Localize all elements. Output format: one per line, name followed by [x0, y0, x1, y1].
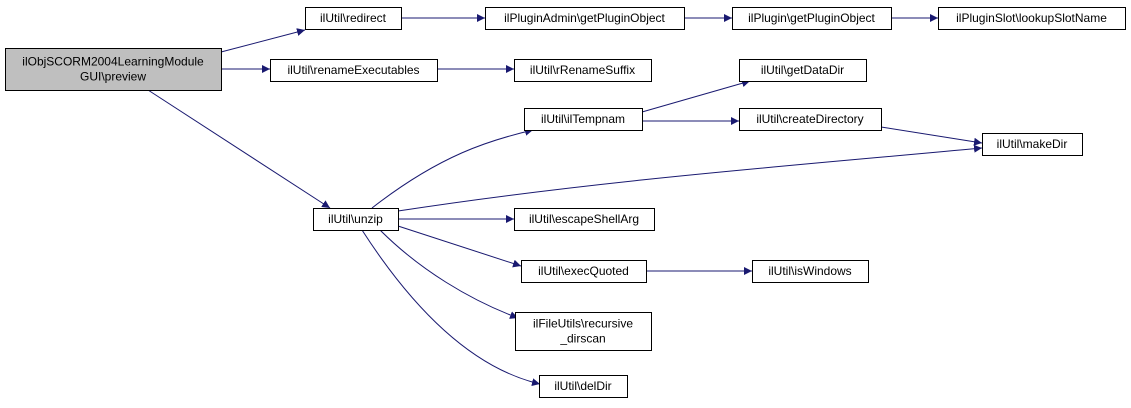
node-box	[5, 48, 222, 91]
node-label: ilObjSCORM2004LearningModule	[22, 55, 204, 69]
node-box	[752, 260, 869, 283]
node-escapeShellArg[interactable]: ilUtil\escapeShellArg	[514, 208, 655, 231]
node-label: ilUtil\rRenameSuffix	[530, 63, 635, 77]
node-label: ilUtil\ilTempnam	[541, 112, 625, 126]
edge-unzip-to-recursive_dirscan	[379, 229, 519, 319]
nodes-layer: ilObjSCORM2004LearningModuleGUI\previewi…	[5, 7, 1126, 398]
node-box	[982, 133, 1083, 156]
node-box	[521, 260, 647, 283]
node-box	[739, 59, 867, 82]
node-redirect[interactable]: ilUtil\redirect	[305, 7, 402, 30]
edge-unzip-to-delDir	[361, 229, 541, 387]
node-isWindows[interactable]: ilUtil\isWindows	[752, 260, 869, 283]
node-box	[305, 7, 402, 30]
node-delDir[interactable]: ilUtil\delDir	[539, 375, 628, 398]
node-label: ilUtil\escapeShellArg	[529, 212, 639, 226]
node-box	[270, 59, 438, 82]
node-box	[524, 108, 643, 131]
edge-preview-to-redirect	[220, 28, 306, 53]
edge-ilTempnam-to-getDataDir	[641, 79, 751, 113]
edge-createDirectory-to-makeDir	[880, 126, 983, 146]
node-label: ilUtil\renameExecutables	[287, 63, 419, 77]
node-lookupSlotName[interactable]: ilPluginSlot\lookupSlotName	[938, 7, 1126, 30]
node-box	[485, 7, 685, 30]
node-box	[938, 7, 1126, 30]
node-createDirectory[interactable]: ilUtil\createDirectory	[739, 108, 882, 131]
node-label: ilUtil\execQuoted	[538, 264, 629, 278]
node-label: _dirscan	[559, 332, 605, 346]
node-label: GUI\preview	[80, 70, 146, 84]
node-makeDir[interactable]: ilUtil\makeDir	[982, 133, 1083, 156]
node-label: ilUtil\unzip	[328, 212, 383, 226]
node-renameExecutables[interactable]: ilUtil\renameExecutables	[270, 59, 438, 82]
node-ilTempnam[interactable]: ilUtil\ilTempnam	[524, 108, 643, 131]
node-label: ilUtil\redirect	[320, 11, 387, 25]
node-label: ilUtil\makeDir	[997, 137, 1068, 151]
node-execQuoted[interactable]: ilUtil\execQuoted	[521, 260, 647, 283]
node-rRenameSuffix[interactable]: ilUtil\rRenameSuffix	[514, 59, 652, 82]
node-getPluginObjectAdmin[interactable]: ilPluginAdmin\getPluginObject	[485, 7, 685, 30]
node-box	[739, 108, 882, 131]
edges-layer	[147, 14, 983, 387]
node-label: ilUtil\getDataDir	[761, 63, 844, 77]
node-box	[539, 375, 628, 398]
node-getDataDir[interactable]: ilUtil\getDataDir	[739, 59, 867, 82]
edge-preview-to-unzip	[147, 89, 331, 209]
node-box	[732, 7, 892, 30]
node-label: ilPlugin\getPluginObject	[748, 11, 875, 25]
node-box	[514, 59, 652, 82]
node-recursive_dirscan[interactable]: ilFileUtils\recursive_dirscan	[515, 312, 652, 351]
node-label: ilUtil\createDirectory	[756, 112, 863, 126]
node-label: ilUtil\delDir	[554, 379, 611, 393]
edge-unzip-to-ilTempnam	[371, 127, 534, 209]
node-label: ilPluginAdmin\getPluginObject	[504, 11, 665, 25]
node-getPluginObject[interactable]: ilPlugin\getPluginObject	[732, 7, 892, 30]
node-label: ilFileUtils\recursive	[533, 317, 633, 331]
edge-unzip-to-execQuoted	[397, 225, 522, 268]
node-unzip[interactable]: ilUtil\unzip	[313, 208, 399, 231]
node-box	[313, 208, 399, 231]
node-box	[515, 312, 652, 351]
edge-unzip-to-makeDir	[397, 144, 983, 212]
node-label: ilUtil\isWindows	[768, 264, 851, 278]
node-label: ilPluginSlot\lookupSlotName	[956, 11, 1107, 25]
node-box	[514, 208, 655, 231]
